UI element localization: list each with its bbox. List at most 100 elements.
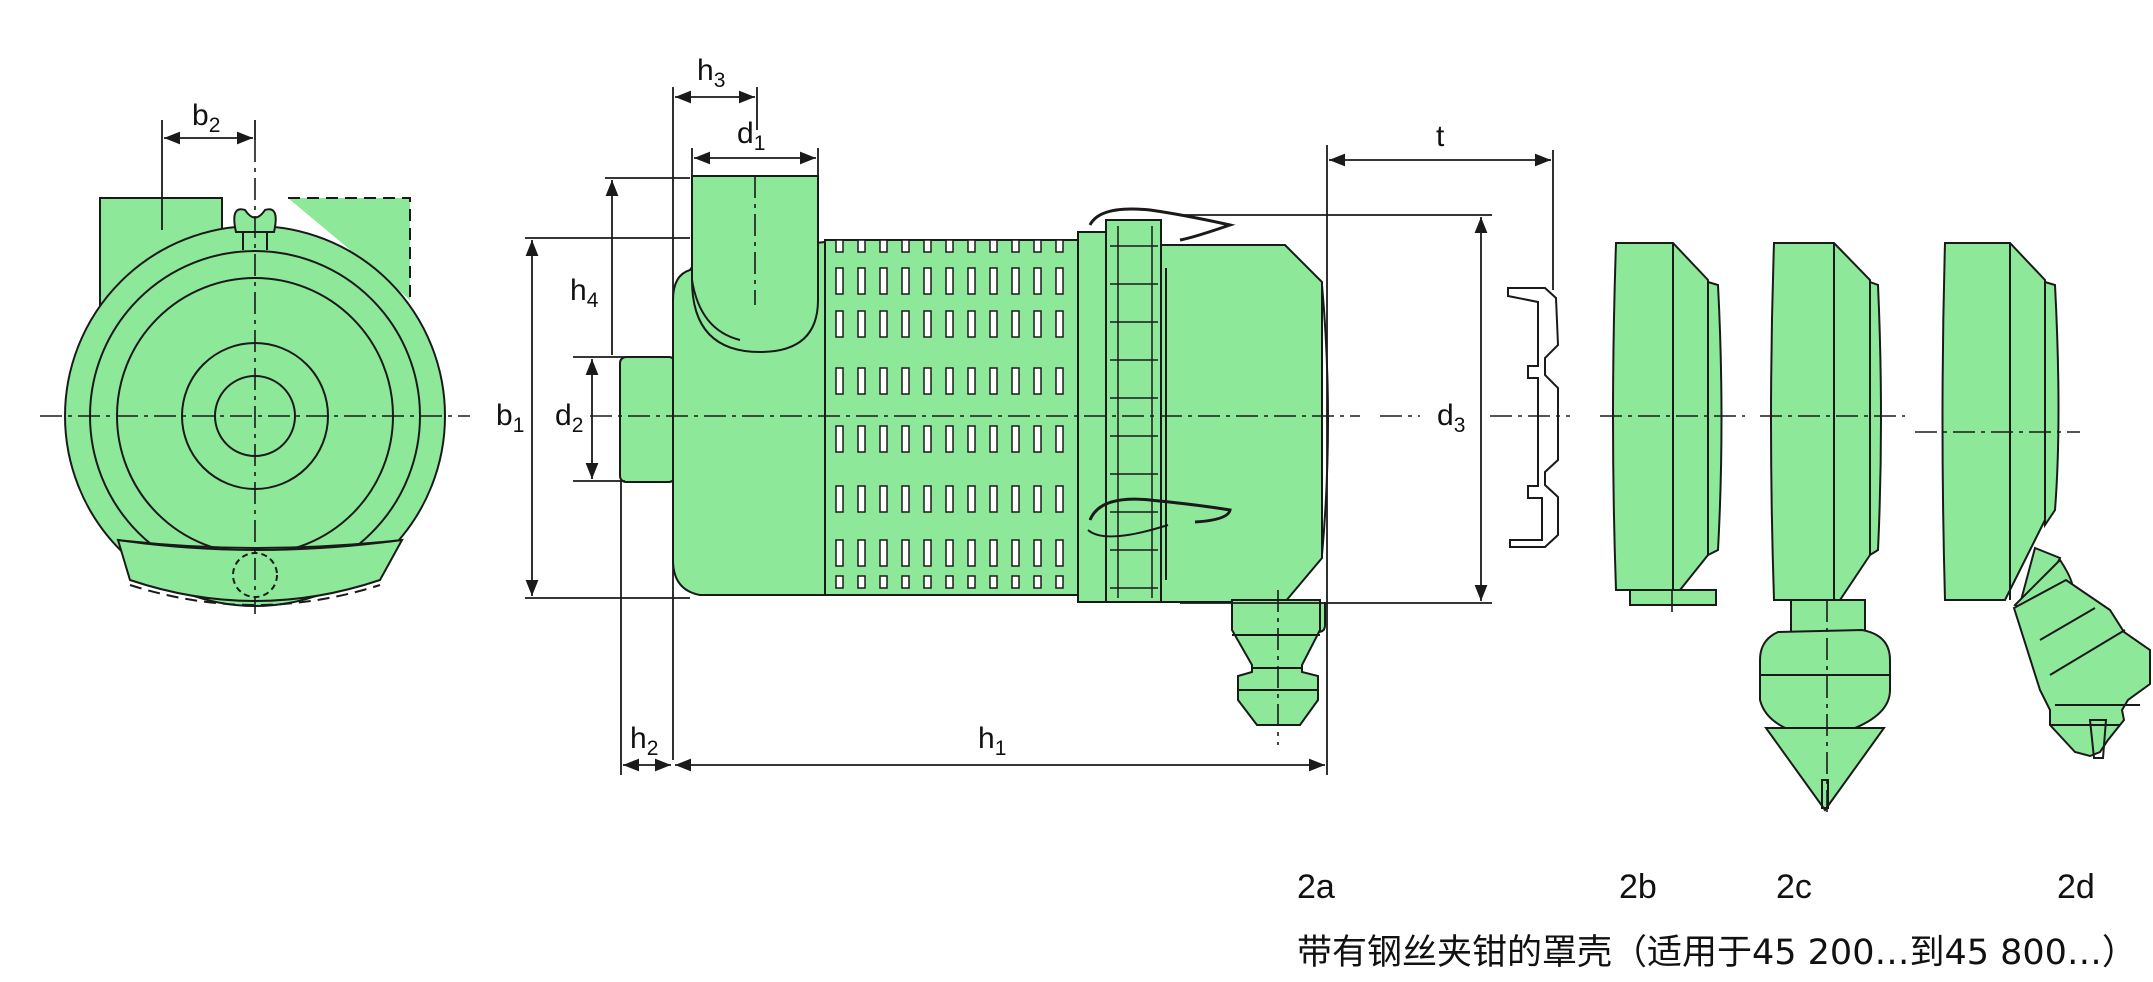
- slot: [1033, 425, 1042, 453]
- slot: [901, 310, 910, 338]
- slot: [1033, 575, 1042, 589]
- slot: [879, 575, 888, 589]
- slot: [1055, 367, 1064, 395]
- slot: [901, 485, 910, 513]
- slot: [967, 539, 976, 567]
- dim-label-t: t: [1436, 120, 1445, 153]
- slot: [989, 367, 998, 395]
- slot: [945, 367, 954, 395]
- slot: [857, 539, 866, 567]
- slot: [835, 485, 844, 513]
- slot: [945, 539, 954, 567]
- dim-label-d2: d2: [555, 399, 583, 437]
- slot: [1055, 239, 1064, 253]
- slot: [923, 367, 932, 395]
- slot: [967, 367, 976, 395]
- slot: [901, 267, 910, 295]
- slot: [1033, 267, 1042, 295]
- slot: [945, 239, 954, 253]
- slot: [857, 575, 866, 589]
- dim-label-d3: d3: [1437, 399, 1465, 437]
- dimension-labels: b2 h3 d1 t h4 b1 d2 d3 h2 h1: [192, 54, 1465, 760]
- slot: [879, 367, 888, 395]
- slot: [1033, 310, 1042, 338]
- dim-label-h1: h1: [978, 722, 1006, 760]
- slot: [967, 575, 976, 589]
- slot: [1011, 425, 1020, 453]
- collar-bars: [1110, 226, 1158, 598]
- slot: [989, 310, 998, 338]
- slot: [923, 485, 932, 513]
- slot: [1033, 239, 1042, 253]
- slot: [945, 485, 954, 513]
- slot: [879, 239, 888, 253]
- slot: [1011, 367, 1020, 395]
- variant-label-2a: 2a: [1297, 868, 1335, 906]
- slot: [1011, 485, 1020, 513]
- slot: [901, 575, 910, 589]
- dim-label-d1: d1: [737, 117, 765, 155]
- slot: [923, 425, 932, 453]
- slot: [945, 575, 954, 589]
- slot: [989, 485, 998, 513]
- slot: [923, 575, 932, 589]
- slot: [1055, 575, 1064, 589]
- slot: [879, 485, 888, 513]
- center-lines: [40, 140, 2080, 818]
- variant-2d-cap: [1941, 242, 2151, 759]
- slot: [1011, 539, 1020, 567]
- slot: [901, 367, 910, 395]
- slot: [1055, 425, 1064, 453]
- slot: [1011, 239, 1020, 253]
- variant-label-2b: 2b: [1619, 868, 1657, 906]
- slot: [879, 539, 888, 567]
- dim-label-h3: h3: [697, 54, 725, 92]
- dim-label-h4: h4: [570, 274, 599, 312]
- slot: [835, 539, 844, 567]
- slot: [857, 425, 866, 453]
- slot: [835, 310, 844, 338]
- slot: [857, 310, 866, 338]
- slot: [901, 239, 910, 253]
- slot: [1011, 267, 1020, 295]
- slot: [989, 267, 998, 295]
- slot: [989, 539, 998, 567]
- dim-label-h2: h2: [630, 722, 658, 760]
- slot: [989, 239, 998, 253]
- variant-2c-cap: [1759, 242, 1891, 812]
- ribbed-body-slots: [835, 239, 1064, 589]
- slot: [967, 267, 976, 295]
- slot: [1011, 575, 1020, 589]
- slot: [967, 485, 976, 513]
- slot: [835, 267, 844, 295]
- variant-label-2d: 2d: [2057, 868, 2095, 906]
- slot: [835, 367, 844, 395]
- slot: [1033, 485, 1042, 513]
- slot: [945, 310, 954, 338]
- slot: [857, 367, 866, 395]
- dim-label-b1: b1: [496, 399, 524, 437]
- variant-2a-plate: [1507, 287, 1560, 548]
- slot: [857, 485, 866, 513]
- slot: [923, 239, 932, 253]
- slot: [989, 425, 998, 453]
- slot: [1055, 485, 1064, 513]
- variant-2b-cap: [1612, 242, 1723, 606]
- slot: [923, 267, 932, 295]
- slot: [857, 267, 866, 295]
- slot: [945, 267, 954, 295]
- dim-label-b2: b2: [192, 99, 220, 137]
- slot: [835, 239, 844, 253]
- slot: [901, 539, 910, 567]
- slot: [1011, 310, 1020, 338]
- slot: [967, 239, 976, 253]
- slot: [1055, 310, 1064, 338]
- slot: [835, 575, 844, 589]
- slot: [879, 425, 888, 453]
- slot: [1033, 539, 1042, 567]
- slot: [1033, 367, 1042, 395]
- slot: [835, 425, 844, 453]
- slot: [879, 310, 888, 338]
- slot: [923, 310, 932, 338]
- slot: [901, 425, 910, 453]
